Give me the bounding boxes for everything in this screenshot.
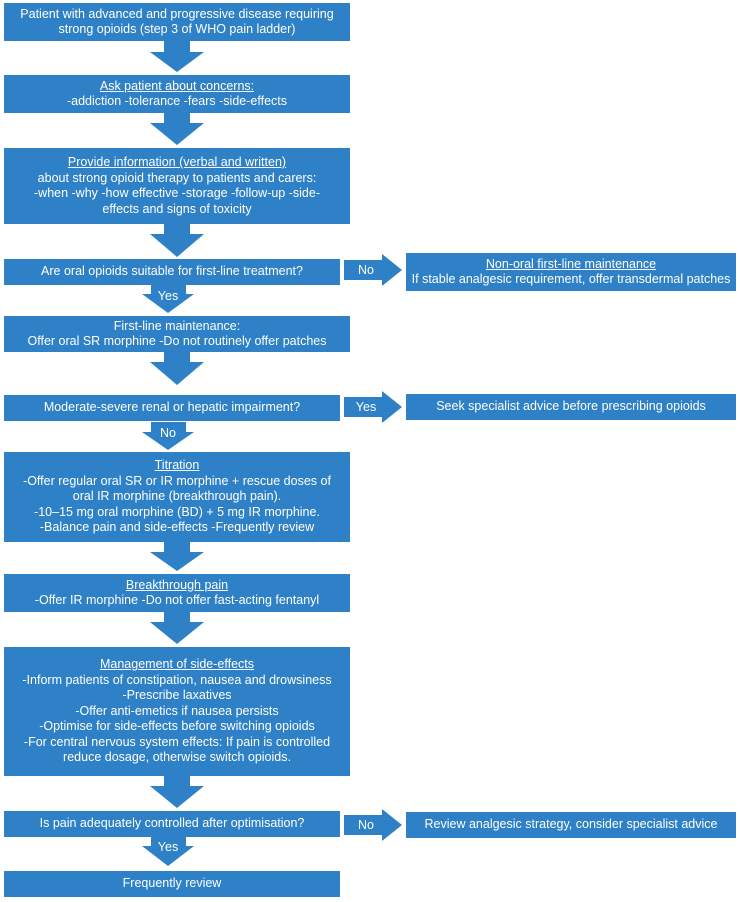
no-down-arrow [142, 422, 194, 450]
box-start-line-2: strong opioids (step 3 of WHO pain ladde… [58, 22, 296, 36]
label-yes-1: Yes [157, 289, 179, 303]
box-titration-line-4: -Balance pain and side-effects -Frequent… [39, 520, 315, 535]
yes-down-arrow-1 [142, 285, 194, 313]
box-side-effects-line-5: -For central nervous system effects: If … [23, 734, 331, 749]
box-review-strategy: Review analgesic strategy, consider spec… [406, 812, 736, 838]
box-concerns-line-1: -addiction -tolerance -fears -side-effec… [66, 94, 287, 108]
down-arrow-5 [150, 542, 204, 571]
box-frequently-review-text: Frequently review [122, 876, 222, 891]
box-info-line-1: about strong opioid therapy to patients … [37, 170, 317, 185]
question-pain-controlled-text: Is pain adequately controlled after opti… [39, 816, 305, 831]
label-no-1: No [358, 263, 374, 277]
box-non-oral-line-1: If stable analgesic requirement, offer t… [411, 272, 731, 286]
yes-right-arrow [344, 391, 402, 423]
label-no-3: No [358, 818, 374, 832]
box-non-oral-title: Non-oral first-line maintenance [485, 256, 657, 271]
question-renal-hepatic-text: Moderate-severe renal or hepatic impairm… [43, 400, 301, 415]
box-breakthrough-title: Breakthrough pain [125, 577, 229, 592]
box-side-effects-line-1: -Inform patients of constipation, nausea… [22, 672, 332, 687]
down-arrow-6 [150, 612, 204, 644]
box-start-line-1: Patient with advanced and progressive di… [20, 6, 334, 21]
label-yes-3: Yes [157, 840, 179, 854]
no-right-arrow-2 [344, 809, 402, 841]
down-arrow-3 [150, 224, 204, 257]
box-info-line-2: -when -why -how effective -storage -foll… [34, 186, 320, 200]
box-info-title: Provide information (verbal and written) [67, 155, 287, 169]
box-info-line-3: effects and signs of toxicity [102, 201, 252, 216]
box-side-effects-title: Management of side-effects [99, 657, 255, 672]
yes-down-arrow-2 [142, 837, 194, 866]
no-right-arrow-1 [344, 254, 402, 286]
box-first-line: First-line maintenance: Offer oral SR mo… [4, 316, 350, 352]
question-oral-opioids: Are oral opioids suitable for first-line… [4, 259, 340, 285]
down-arrow-1 [150, 41, 204, 72]
down-arrow-4 [150, 352, 204, 385]
box-concerns: Ask patient about concerns: -addiction -… [4, 75, 350, 113]
box-first-line-line-2: Offer oral SR morphine -Do not routinely… [27, 334, 327, 348]
question-renal-hepatic: Moderate-severe renal or hepatic impairm… [4, 395, 340, 421]
label-no-2: No [160, 426, 176, 440]
down-arrow-2 [150, 113, 204, 145]
down-arrow-7 [150, 776, 204, 808]
box-side-effects-line-6: reduce dosage, otherwise switch opioids. [63, 750, 291, 765]
box-frequently-review: Frequently review [4, 871, 340, 897]
label-yes-2: Yes [355, 400, 377, 414]
box-side-effects-line-3: -Offer anti-emetics if nausea persists [75, 703, 279, 718]
box-titration-title: Titration [154, 458, 200, 473]
box-side-effects-line-4: -Optimise for side-effects before switch… [39, 719, 315, 734]
box-non-oral: Non-oral first-line maintenance If stabl… [406, 253, 736, 291]
box-info: Provide information (verbal and written)… [4, 148, 350, 224]
question-pain-controlled: Is pain adequately controlled after opti… [4, 811, 340, 837]
box-first-line-line-1: First-line maintenance: [113, 318, 241, 333]
box-titration-line-3: -10–15 mg oral morphine (BD) + 5 mg IR m… [34, 504, 320, 519]
box-side-effects-line-2: -Prescribe laxatives [122, 688, 232, 703]
box-concerns-title: Ask patient about concerns: [99, 78, 255, 93]
box-specialist-advice: Seek specialist advice before prescribin… [406, 394, 736, 420]
question-oral-opioids-text: Are oral opioids suitable for first-line… [41, 264, 303, 279]
box-titration-line-1: -Offer regular oral SR or IR morphine + … [23, 473, 331, 488]
box-side-effects: Management of side-effects -Inform patie… [4, 647, 350, 776]
box-breakthrough-line-1: -Offer IR morphine -Do not offer fast-ac… [34, 593, 320, 607]
box-specialist-advice-text: Seek specialist advice before prescribin… [436, 399, 706, 414]
box-breakthrough: Breakthrough pain -Offer IR morphine -Do… [4, 574, 350, 612]
box-titration: Titration -Offer regular oral SR or IR m… [4, 452, 350, 542]
box-start: Patient with advanced and progressive di… [4, 3, 350, 41]
box-review-strategy-text: Review analgesic strategy, consider spec… [424, 817, 718, 832]
box-titration-line-2: oral IR morphine (breakthrough pain). [72, 489, 282, 504]
